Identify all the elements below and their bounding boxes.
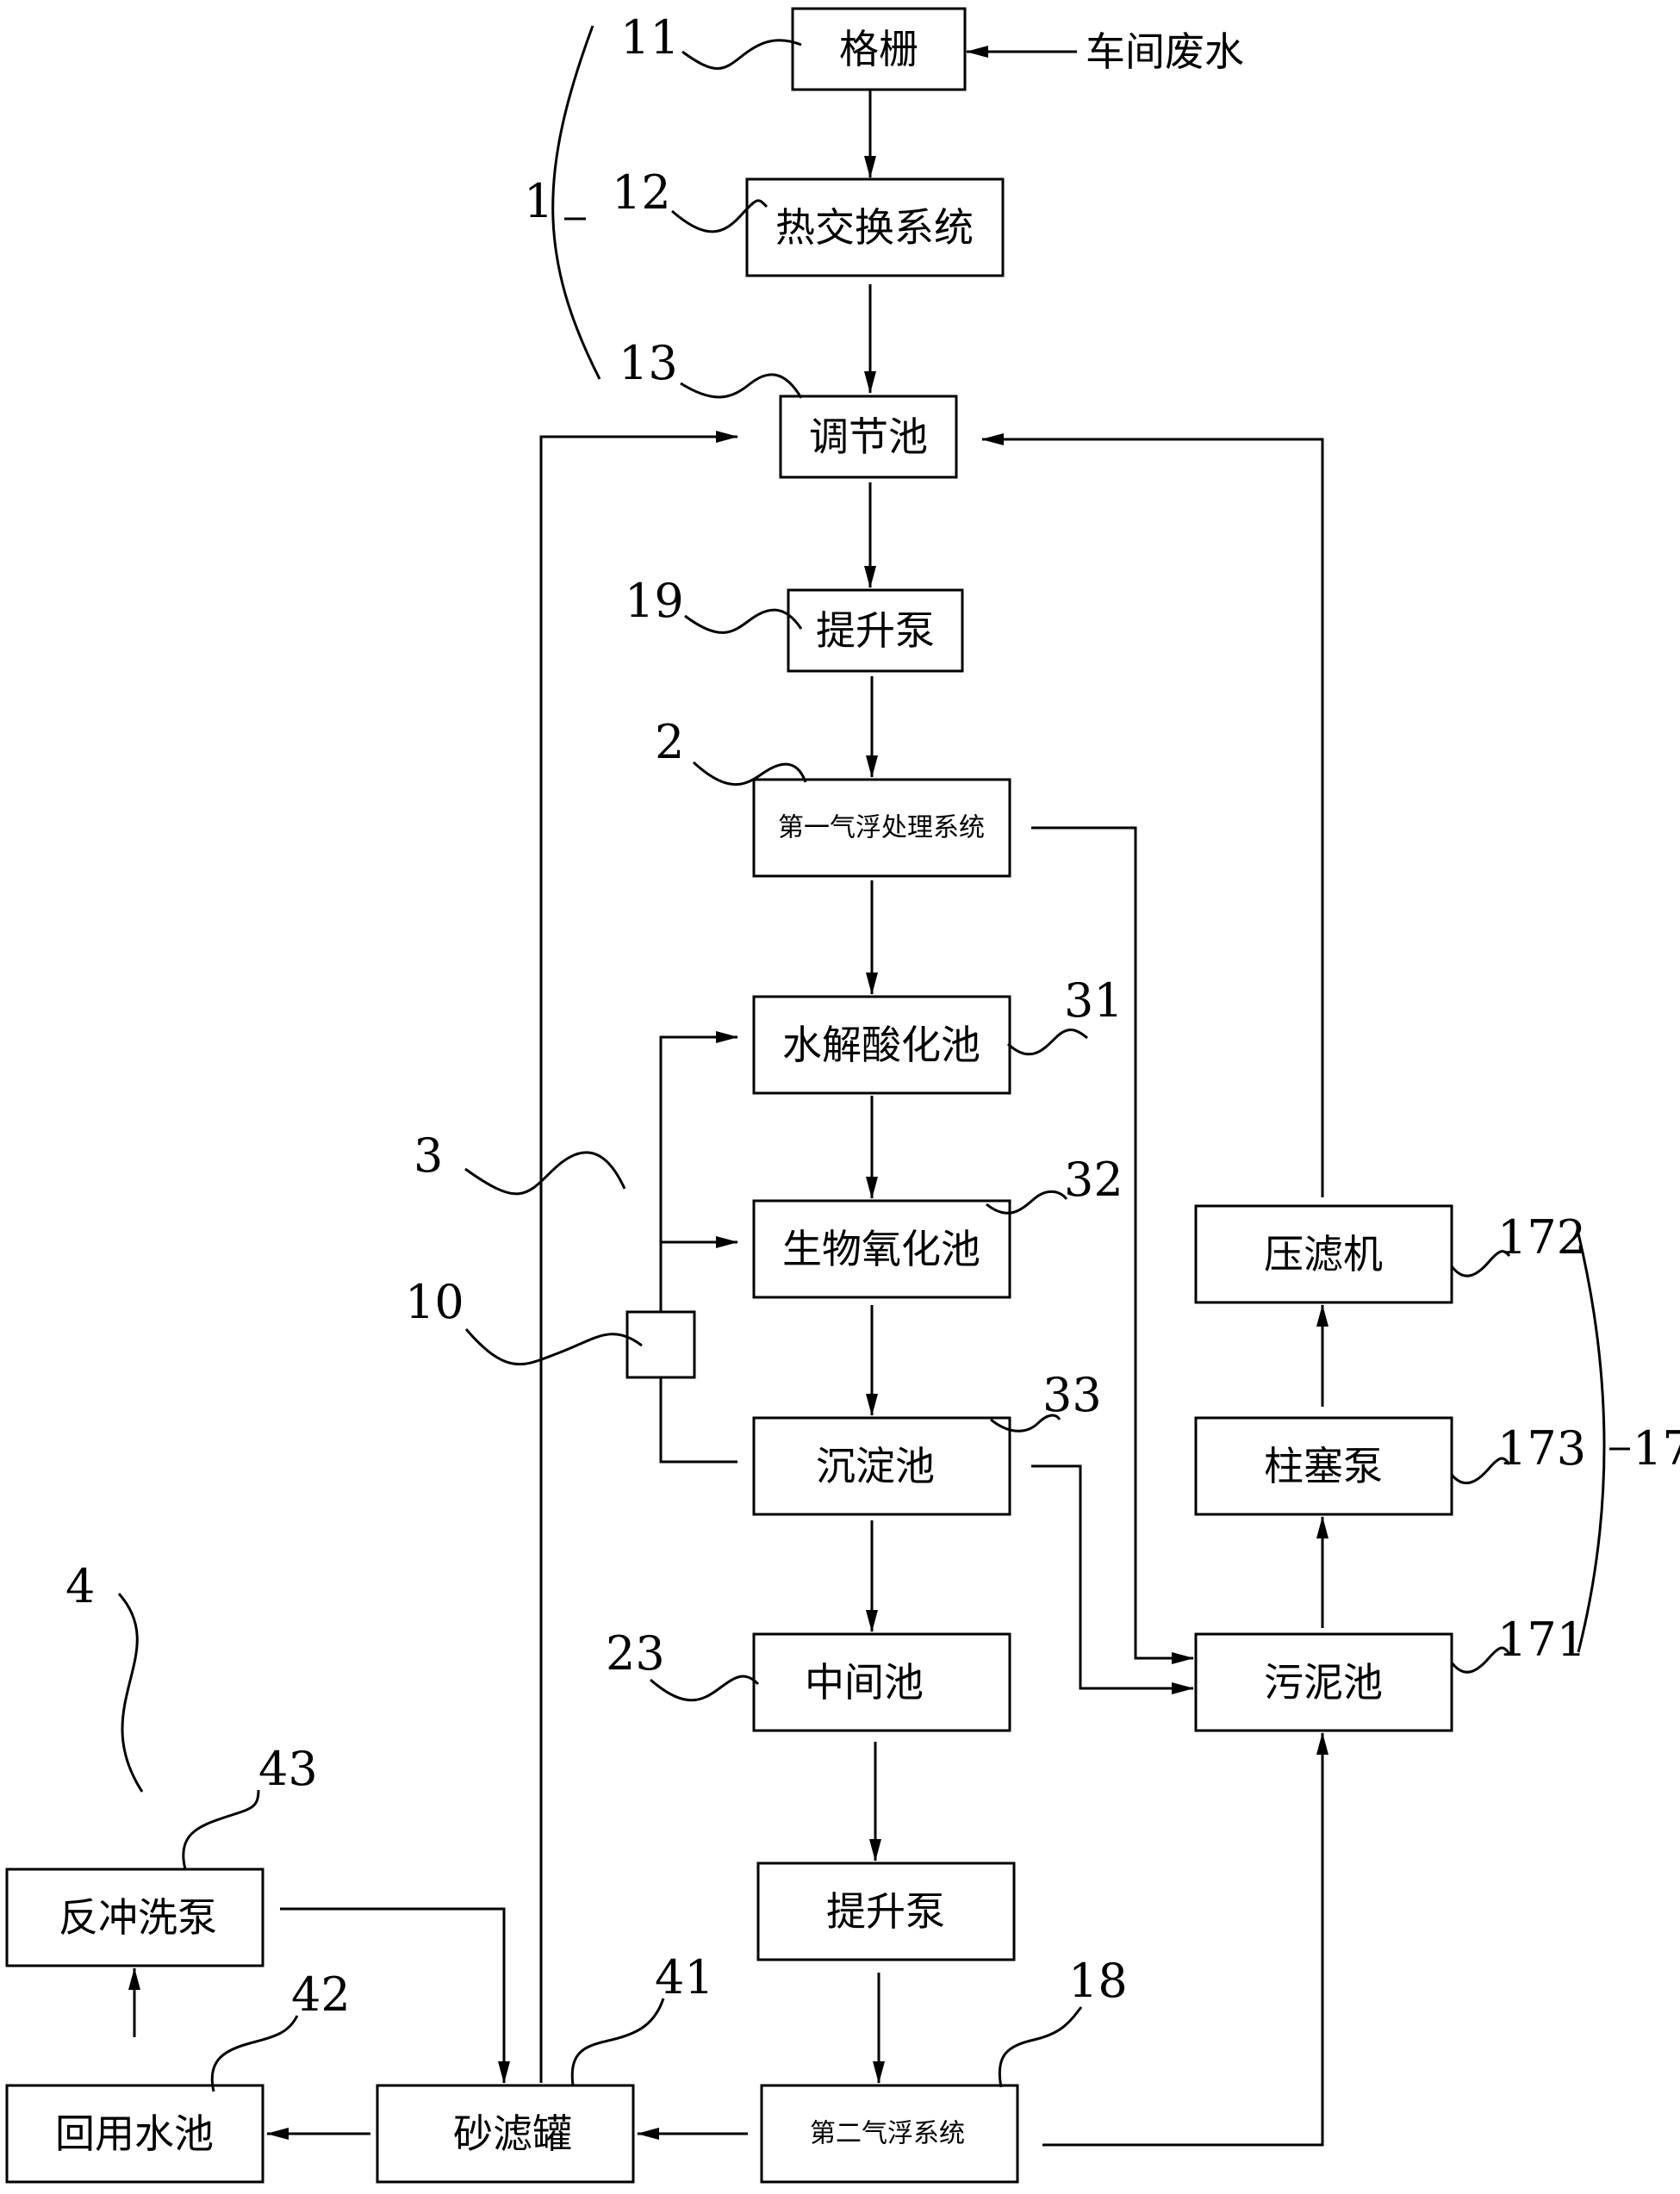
reuse-water-tank-node: 回用水池: [5, 2084, 264, 2184]
arrow-sedimentation-to-sludge: [1031, 1464, 1194, 1694]
ref-42: 42: [291, 1967, 351, 2022]
sedimentation-tank-label: 沉淀池: [816, 1443, 935, 1489]
ref-19: 19: [625, 574, 684, 628]
intermediate-tank-label: 中间池: [805, 1659, 924, 1706]
second-flotation-label: 第二气浮系统: [810, 2119, 965, 2149]
sludge-tank-node: 污泥池: [1194, 1632, 1453, 1732]
plunger-pump-label: 柱塞泵: [1264, 1443, 1383, 1489]
lift-pump-1-node: 提升泵: [787, 588, 964, 673]
heat-exchange-label: 热交换系统: [775, 204, 974, 251]
ref-18: 18: [1068, 1954, 1128, 2008]
grille-label: 格栅: [839, 26, 918, 72]
heat-exchange-node: 热交换系统: [745, 177, 1005, 277]
ref-32: 32: [1064, 1153, 1123, 1207]
workshop-wastewater-label: 车间废水: [1086, 28, 1244, 75]
bio-oxidation-tank-node: 生物氧化池: [752, 1199, 1011, 1299]
ref-13: 13: [619, 336, 678, 390]
lift-pump-1-label: 提升泵: [816, 607, 935, 654]
sedimentation-tank-node: 沉淀池: [752, 1416, 1011, 1516]
filter-press-node: 压滤机: [1194, 1204, 1453, 1304]
lift-pump-2-label: 提升泵: [826, 1888, 945, 1935]
regulating-tank-label: 调节池: [809, 413, 928, 460]
plunger-pump-node: 柱塞泵: [1194, 1416, 1453, 1516]
first-flotation-node: 第一气浮处理系统: [752, 778, 1011, 878]
ref-173: 173: [1497, 1421, 1586, 1476]
hydrolysis-tank-node: 水解酸化池: [752, 995, 1011, 1095]
ref-33: 33: [1042, 1368, 1102, 1422]
backwash-pump-label: 反冲洗泵: [59, 1894, 217, 1941]
filter-press-label: 压滤机: [1264, 1231, 1383, 1277]
ref-2: 2: [655, 715, 684, 769]
sand-filter-tank-label: 砂滤罐: [453, 2110, 572, 2157]
bio-oxidation-tank-label: 生物氧化池: [782, 1226, 980, 1272]
regulating-tank-node: 调节池: [779, 395, 958, 479]
sludge-tank-label: 污泥池: [1264, 1659, 1383, 1706]
ref-17: 17: [1633, 1421, 1680, 1476]
lift-pump-2-node: 提升泵: [756, 1861, 1016, 1961]
backwash-pump-node: 反冲洗泵: [5, 1868, 264, 1967]
intermediate-tank-node: 中间池: [752, 1632, 1011, 1732]
arrow-backwash-to-sandfilter: [280, 1907, 510, 2084]
arrow-press-to-regulating: [981, 433, 1324, 1197]
sand-filter-tank-node: 砂滤罐: [376, 2084, 635, 2184]
reuse-water-tank-label: 回用水池: [55, 2110, 214, 2157]
ref-10: 10: [405, 1275, 464, 1329]
reference-numerals: 11 12 13 1 19 2 31 3 32 10 33 23 4 43 42…: [65, 10, 1680, 2022]
second-flotation-node: 第二气浮系统: [760, 2084, 1019, 2184]
arrow-flotation2-to-sludge: [1042, 1732, 1328, 2147]
arrow-distbox-to-hydrolysis: [659, 1031, 738, 1312]
ref-4: 4: [65, 1559, 95, 1613]
flow-arrows: [128, 46, 1328, 2147]
ref-1: 1: [524, 174, 553, 228]
ref-172: 172: [1497, 1210, 1586, 1265]
reference-leaders: [117, 25, 1630, 2092]
ref-41: 41: [655, 1950, 714, 2004]
ref-43: 43: [258, 1742, 318, 1796]
ref-3: 3: [414, 1128, 443, 1183]
ref-12: 12: [612, 165, 671, 220]
ref-31: 31: [1064, 973, 1123, 1028]
arrow-sandfilter-to-regulating: [539, 431, 738, 2083]
first-flotation-label: 第一气浮处理系统: [778, 813, 985, 843]
grille-node: 格栅: [791, 7, 967, 91]
distribution-box: [625, 1310, 696, 1379]
ref-23: 23: [606, 1626, 665, 1681]
ref-171: 171: [1497, 1613, 1586, 1667]
line-sedimentation-to-distbox: [659, 1377, 737, 1464]
arrow-flotation1-to-sludge: [1031, 826, 1194, 1664]
ref-11: 11: [620, 10, 680, 65]
hydrolysis-tank-label: 水解酸化池: [782, 1022, 980, 1068]
